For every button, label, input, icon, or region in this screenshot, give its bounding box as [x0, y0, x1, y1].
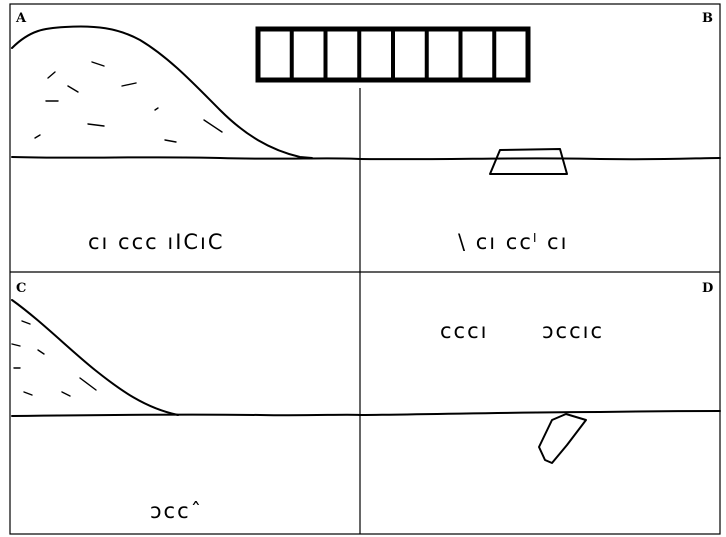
- panel-d-block: [539, 414, 586, 463]
- panel-b-ground: [360, 158, 720, 159]
- figure-frame: [10, 4, 720, 534]
- panel-c-ground: [12, 415, 360, 416]
- panel-a-letter: A: [15, 11, 27, 26]
- panel-a: A cı ccc ıICıC: [12, 11, 360, 254]
- panel-a-mound: [12, 26, 312, 158]
- panel-d-caption-left: cccı: [440, 319, 488, 343]
- panel-d-caption-right: ↄccıc: [542, 319, 604, 343]
- panel-b-caption: \ cı ccˡ cı: [458, 230, 568, 254]
- panel-a-texture-marks: [35, 62, 222, 142]
- panel-b-letter: B: [702, 11, 713, 26]
- panel-a-caption: cı ccc ıICıC: [88, 230, 225, 254]
- panel-d-letter: D: [702, 281, 713, 296]
- panel-c: C ↄccˆ: [12, 281, 360, 523]
- panel-c-caption: ↄccˆ: [150, 499, 203, 523]
- segmented-bar: [258, 29, 528, 80]
- panel-d: D cccı ↄccıc: [360, 281, 720, 463]
- panel-c-texture-marks: [12, 321, 96, 396]
- panel-c-mound: [12, 300, 178, 415]
- panel-c-letter: C: [16, 281, 26, 296]
- panel-d-ground: [360, 411, 720, 415]
- panel-b: B \ cı ccˡ cı: [360, 11, 720, 254]
- panel-b-block: [490, 149, 567, 174]
